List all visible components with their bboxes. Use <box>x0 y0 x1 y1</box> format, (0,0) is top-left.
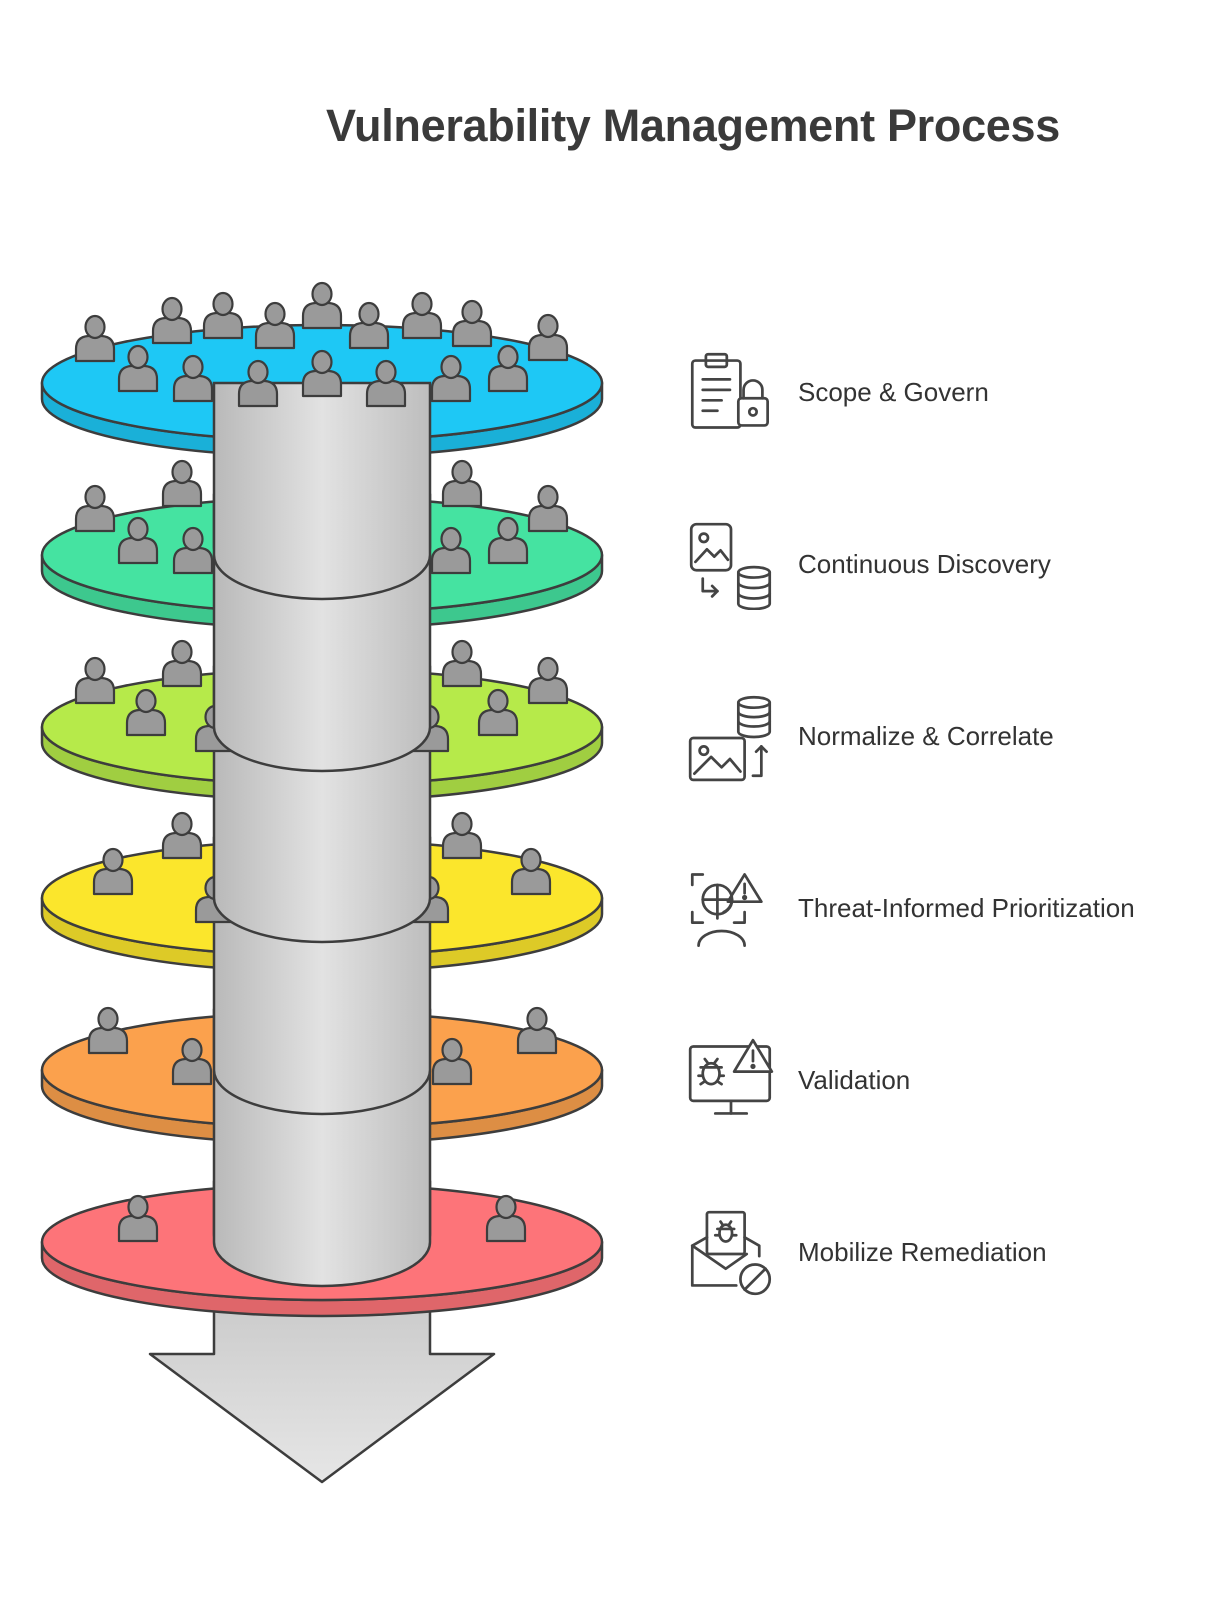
person-icon <box>487 516 529 565</box>
cylinder-segment <box>212 896 432 1116</box>
cylinder-segment <box>212 553 432 773</box>
person-icon <box>202 291 244 340</box>
person-icon <box>92 847 134 896</box>
image-and-database-icon <box>686 692 776 782</box>
step-label: Continuous Discovery <box>798 549 1051 579</box>
person-icon <box>74 484 116 533</box>
person-icon <box>172 526 214 575</box>
step-label: Threat-Informed Prioritization <box>798 893 1135 923</box>
person-icon <box>451 299 493 348</box>
image-to-database-icon <box>686 520 776 611</box>
person-icon <box>516 1006 558 1055</box>
person-icon <box>485 1194 527 1243</box>
person-icon <box>441 639 483 688</box>
person-icon <box>441 811 483 860</box>
person-icon <box>87 1006 129 1055</box>
person-icon <box>441 459 483 508</box>
person-icon <box>348 301 390 350</box>
step-label: Mobilize Remediation <box>798 1237 1047 1267</box>
clipboard-lock-icon <box>686 348 776 438</box>
person-icon <box>74 314 116 363</box>
person-icon <box>125 688 167 737</box>
person-icon <box>161 639 203 688</box>
step-label: Validation <box>798 1065 911 1095</box>
person-icon <box>117 344 159 393</box>
person-icon <box>527 656 569 705</box>
person-icon <box>172 354 214 403</box>
bug-monitor-warning-icon <box>686 1036 776 1126</box>
person-icon <box>117 1194 159 1243</box>
person-icon <box>117 516 159 565</box>
person-icon <box>430 354 472 403</box>
person-icon <box>254 301 296 350</box>
person-icon <box>365 359 407 408</box>
page-title: Vulnerability Management Process <box>326 100 1060 151</box>
person-icon <box>161 459 203 508</box>
person-icon <box>527 484 569 533</box>
person-icon <box>527 313 569 362</box>
person-icon <box>477 688 519 737</box>
person-icon <box>401 291 443 340</box>
person-icon <box>487 344 529 393</box>
person-icon <box>301 281 343 330</box>
person-icon <box>237 359 279 408</box>
person-icon <box>431 1037 473 1086</box>
person-icon <box>151 296 193 345</box>
cylinder-segment <box>212 725 432 944</box>
person-icon <box>161 811 203 860</box>
person-icon <box>301 349 343 398</box>
cylinder-segment <box>212 1068 432 1288</box>
step-label: Scope & Govern <box>798 377 989 407</box>
person-icon <box>171 1037 213 1086</box>
person-icon <box>510 847 552 896</box>
cylinder-segment <box>212 381 432 601</box>
bug-mail-block-icon <box>686 1208 776 1298</box>
target-person-warning-icon <box>686 864 776 954</box>
person-icon <box>430 526 472 575</box>
step-label: Normalize & Correlate <box>798 721 1054 751</box>
person-icon <box>74 656 116 705</box>
